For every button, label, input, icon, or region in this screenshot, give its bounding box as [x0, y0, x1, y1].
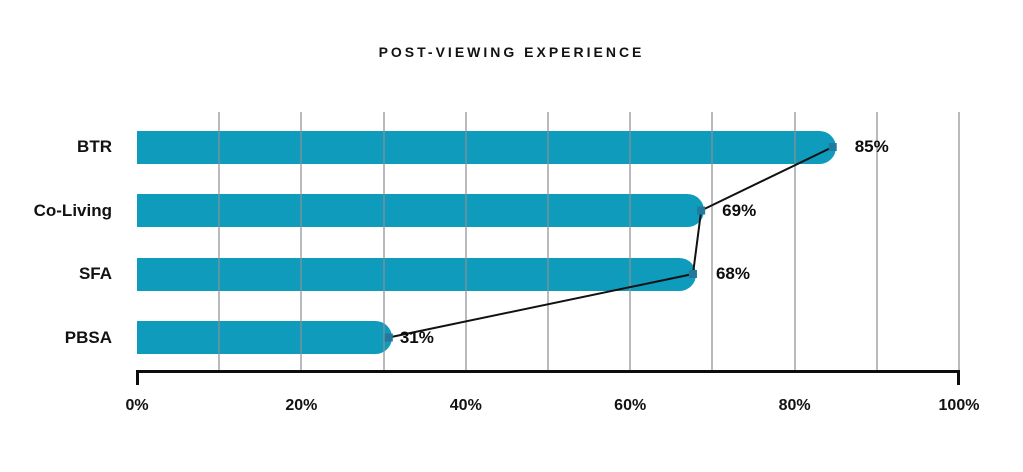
x-tick-label-60: 60%: [614, 397, 647, 414]
value-label-co-living: 69%: [722, 200, 757, 220]
x-axis-line: [136, 370, 959, 373]
category-label-co-living: Co-Living: [33, 200, 112, 220]
gridline-10: [218, 112, 221, 371]
bar-co-living: [137, 194, 705, 227]
x-tick-label-0: 0%: [125, 397, 149, 414]
bar-pbsa: [137, 321, 392, 354]
gridline-70: [711, 112, 714, 371]
x-tick-label-20: 20%: [285, 397, 318, 414]
gridline-60: [629, 112, 632, 371]
gridline-30: [382, 112, 385, 371]
chart-title: POST-VIEWING EXPERIENCE: [378, 44, 645, 60]
x-tick-label-80: 80%: [778, 397, 811, 414]
value-label-sfa: 68%: [715, 264, 750, 283]
x-tick-label-100: 100%: [938, 397, 980, 414]
gridline-50: [547, 112, 549, 371]
axis-end-tick-100: [957, 370, 960, 385]
category-label-btr: BTR: [77, 137, 112, 156]
gridline-20: [300, 112, 303, 371]
bar-btr: [137, 130, 836, 164]
value-label-pbsa: 31%: [399, 327, 434, 347]
x-tick-label-40: 40%: [449, 397, 482, 414]
gridline-90: [875, 112, 878, 371]
gridline-100: [958, 112, 960, 371]
bar-sfa: [137, 257, 696, 291]
value-label-btr: 85%: [854, 137, 889, 156]
category-label-pbsa: PBSA: [64, 327, 112, 347]
category-label-sfa: SFA: [78, 264, 112, 283]
gridline-80: [793, 112, 796, 371]
axis-end-tick-0: [136, 370, 139, 385]
connector-line: [388, 146, 834, 339]
gridline-40: [464, 112, 467, 371]
